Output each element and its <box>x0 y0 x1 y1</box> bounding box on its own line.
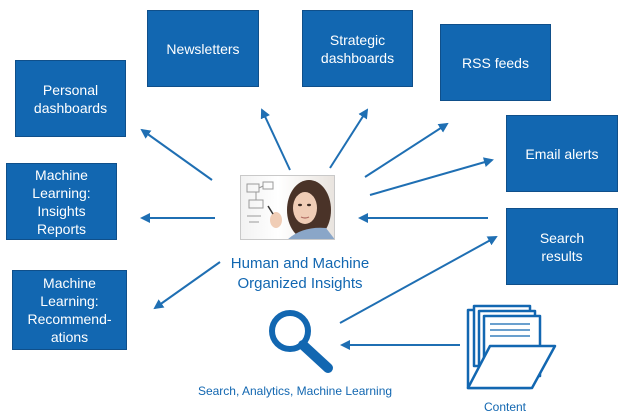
box-rss-feeds-label: RSS feeds <box>462 54 529 71</box>
arrow-to-rss-feeds <box>364 122 449 178</box>
box-search-results: Search results <box>506 208 618 285</box>
box-email-alerts-label: Email alerts <box>525 145 599 162</box>
box-strategic-dashboards-label: Strategic dashboards <box>320 31 395 66</box>
arrow-to-ml-recommendations <box>153 261 221 310</box>
box-newsletters: Newsletters <box>147 10 259 87</box>
box-ml-recommendations-label: Machine Learning: Recommend- ations <box>27 275 112 345</box>
box-personal-dashboards-label: Personal dashboards <box>33 81 108 116</box>
arrow-to-newsletters <box>260 108 291 171</box>
box-newsletters-label: Newsletters <box>166 40 240 57</box>
arrow-to-strategic-dashboards <box>329 108 369 169</box>
center-caption: Human and Machine Organized Insights <box>230 255 370 292</box>
box-rss-feeds: RSS feeds <box>440 24 551 101</box>
box-ml-recommendations: Machine Learning: Recommend- ations <box>12 270 127 350</box>
box-strategic-dashboards: Strategic dashboards <box>302 10 413 87</box>
box-search-results-label: Search results <box>539 229 585 264</box>
folder-documents-icon <box>466 304 557 390</box>
box-ml-insights-reports: Machine Learning: Insights Reports <box>6 163 117 240</box>
search-caption: Search, Analytics, Machine Learning <box>197 384 393 398</box>
person-writing-icon <box>246 180 334 239</box>
content-caption: Content <box>483 400 527 414</box>
box-email-alerts: Email alerts <box>506 115 618 192</box>
arrow-to-email-alerts <box>369 157 494 196</box>
box-ml-insights-reports-label: Machine Learning: Insights Reports <box>32 166 91 237</box>
person-writing-photo <box>240 175 335 240</box>
arrow-to-personal-dashboards <box>140 128 213 181</box>
magnifier-icon <box>269 310 333 373</box>
arrow-to-search-results <box>339 236 498 324</box>
box-personal-dashboards: Personal dashboards <box>15 60 126 137</box>
